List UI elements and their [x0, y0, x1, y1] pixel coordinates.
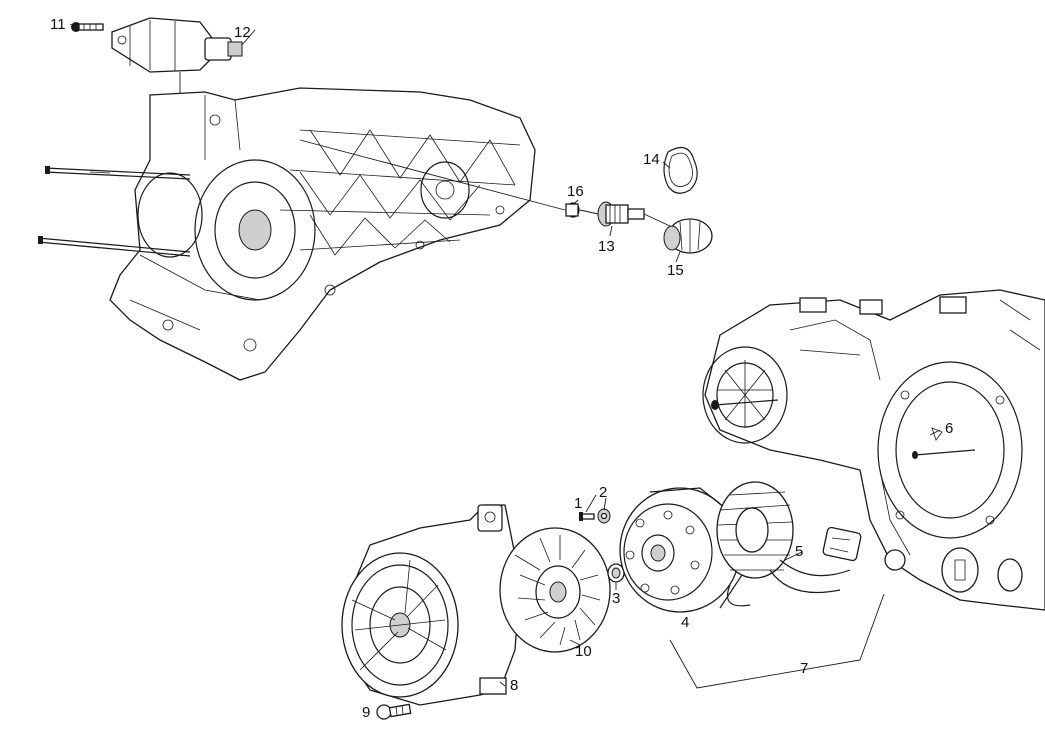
- callout-4: 4: [681, 614, 689, 631]
- callout-1: 1: [574, 495, 582, 512]
- callout-3: 3: [612, 590, 620, 607]
- callout-6: 6: [945, 420, 953, 437]
- callout-5: 5: [795, 543, 803, 560]
- callout-9: 9: [362, 704, 370, 721]
- callout-2: 2: [599, 484, 607, 501]
- bolt-1: [579, 512, 595, 521]
- callout-16: 16: [567, 183, 584, 200]
- callout-13: 13: [598, 238, 615, 255]
- drive-gear: [597, 201, 645, 227]
- callout-14: 14: [643, 151, 660, 168]
- fan-cover-bolt: [376, 703, 412, 720]
- cooling-fan: [499, 527, 611, 653]
- fan-cover: [341, 504, 521, 706]
- callout-11: 11: [50, 16, 66, 33]
- callout-12: 12: [234, 24, 251, 41]
- callout-15: 15: [667, 262, 684, 279]
- bushing: [565, 202, 580, 218]
- callout-labels: 1 2 3 4 5 6 7 8 9 10 11 12 13 14 15 16: [50, 16, 953, 721]
- callout-7: 7: [800, 660, 808, 677]
- gasket: [663, 146, 698, 194]
- crankcase-left: [37, 87, 566, 381]
- nut-2: [597, 508, 611, 524]
- starter-motor: [111, 17, 243, 96]
- callout-8: 8: [510, 677, 518, 694]
- stator: [716, 481, 862, 607]
- callout-10: 10: [575, 643, 592, 660]
- leader-lines: [69, 23, 941, 689]
- gear-cover: [663, 218, 713, 254]
- engine-block-right: [702, 289, 1045, 611]
